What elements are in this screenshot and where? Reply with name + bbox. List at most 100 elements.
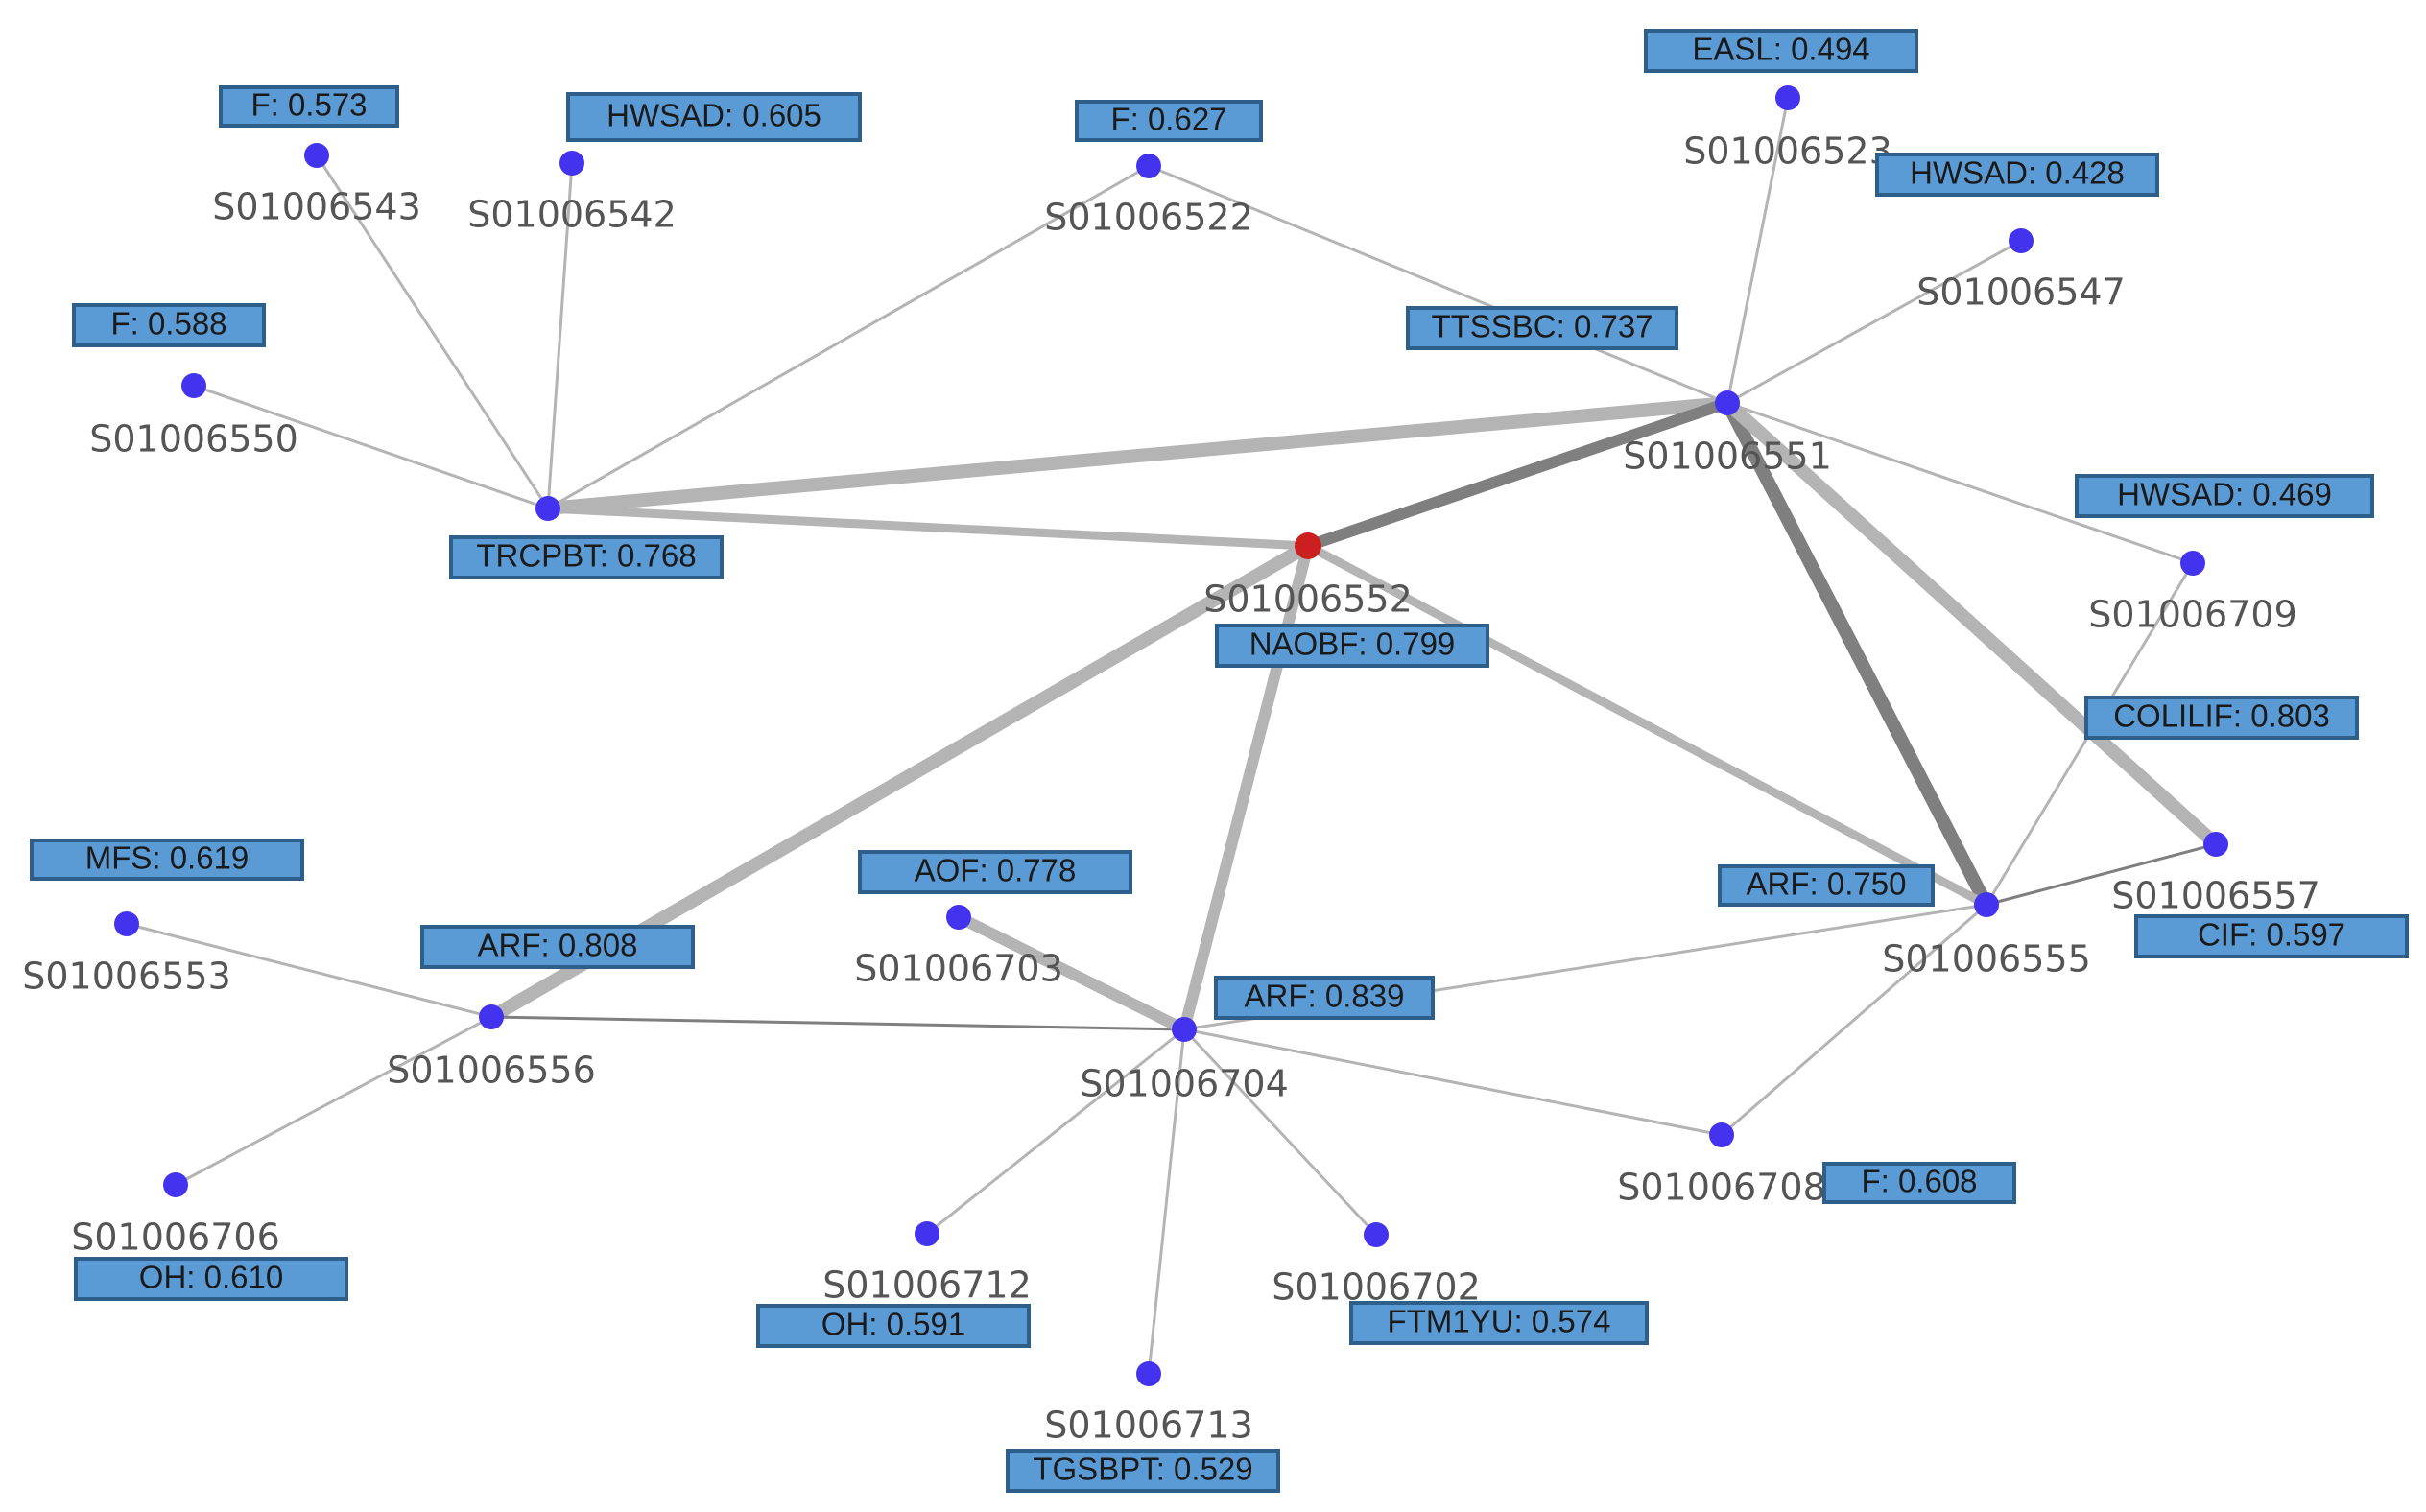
score-label-text: HWSAD: 0.428	[1910, 155, 2125, 191]
score-label-box	[219, 85, 399, 128]
edge-S01006522-S01006551	[1148, 164, 1728, 405]
edge-S01006543-TRCPBT	[315, 154, 550, 509]
score-label-S01006552: NAOBF: 0.799	[1215, 624, 1489, 668]
node-S01006556[interactable]	[479, 1004, 504, 1029]
score-label-box	[74, 1257, 348, 1301]
node-label-S01006712: S01006712	[822, 1264, 1032, 1307]
score-label-S01006555: ARF: 0.750	[1718, 864, 1935, 907]
node-S01006703[interactable]	[946, 905, 971, 930]
node-S01006550[interactable]	[181, 373, 206, 398]
node-label-S01006543: S01006543	[212, 186, 421, 228]
node-label-S01006552: S01006552	[1203, 579, 1413, 621]
node-S01006543[interactable]	[304, 143, 329, 168]
score-label-box	[2084, 696, 2359, 740]
node-S01006557[interactable]	[2203, 832, 2228, 857]
node-label-S01006704: S01006704	[1080, 1063, 1289, 1105]
node-S01006552[interactable]	[1295, 532, 1321, 559]
edge-S01006551-S01006709	[1726, 401, 2194, 565]
edge-S01006547-S01006551	[1726, 239, 2022, 405]
score-label-S01006703: AOF: 0.778	[858, 850, 1132, 894]
node-S01006706[interactable]	[163, 1172, 188, 1197]
score-label-S01006709: HWSAD: 0.469	[2075, 474, 2374, 518]
node-S01006704[interactable]	[1172, 1017, 1197, 1042]
score-label-box	[1214, 976, 1435, 1020]
score-label-box	[1215, 624, 1489, 668]
edge-S01006704-S01006702	[1182, 1028, 1378, 1237]
score-label-S01006713: TGSBPT: 0.529	[1006, 1449, 1280, 1493]
node-TRCPBT[interactable]	[535, 496, 560, 521]
edge-S01006555-S01006557	[1986, 842, 2217, 907]
node-S01006708[interactable]	[1709, 1122, 1734, 1147]
score-label-box	[2134, 914, 2409, 958]
score-label-box	[566, 92, 862, 142]
score-label-text: ARF: 0.839	[1245, 979, 1405, 1014]
score-label-S01006557: CIF: 0.597	[2134, 914, 2409, 958]
score-label-text: OH: 0.610	[139, 1260, 283, 1295]
score-label-S01006708: F: 0.608	[1822, 1162, 2016, 1204]
score-label-text: TRCPBT: 0.768	[476, 538, 696, 574]
score-label-text: F: 0.627	[1110, 102, 1226, 137]
score-label-S01006556: ARF: 0.808	[420, 925, 695, 969]
score-label-box	[858, 850, 1132, 894]
score-label-colilif: COLILIF: 0.803	[2084, 696, 2359, 740]
node-S01006709[interactable]	[2180, 551, 2205, 576]
score-label-box	[1875, 153, 2159, 197]
node-label-S01006553: S01006553	[22, 956, 231, 998]
edge-S01006703-S01006704	[956, 911, 1187, 1035]
score-label-S01006551: TTSSBC: 0.737	[1406, 306, 1678, 350]
edge-S01006704-S01006712	[926, 1028, 1185, 1236]
score-label-box	[30, 839, 304, 881]
node-label-S01006547: S01006547	[1916, 272, 2126, 314]
edge-S01006704-S01006713	[1147, 1028, 1186, 1375]
edge-TRCPBT-S01006552	[547, 504, 1309, 551]
node-S01006555[interactable]	[1974, 892, 1999, 917]
node-S01006553[interactable]	[114, 911, 139, 936]
node-label-S01006703: S01006703	[854, 948, 1063, 990]
score-label-box	[1406, 306, 1678, 350]
score-label-text: HWSAD: 0.605	[606, 98, 821, 133]
node-label-S01006706: S01006706	[71, 1217, 280, 1259]
node-S01006547[interactable]	[2009, 228, 2034, 253]
edge-TRCPBT-S01006551	[547, 396, 1728, 515]
score-label-S01006543: F: 0.573	[219, 85, 399, 128]
score-label-S01006553: MFS: 0.619	[30, 839, 304, 881]
score-label-S01006522: F: 0.627	[1075, 100, 1263, 142]
node-S01006713[interactable]	[1136, 1361, 1161, 1386]
score-label-box	[756, 1304, 1031, 1348]
node-S01006712[interactable]	[915, 1221, 939, 1246]
edge-S01006556-S01006704	[490, 1015, 1185, 1031]
score-label-text: EASL: 0.494	[1692, 32, 1869, 67]
node-label-S01006708: S01006708	[1617, 1167, 1826, 1209]
node-S01006702[interactable]	[1364, 1222, 1389, 1247]
node-label-S01006523: S01006523	[1683, 130, 1892, 173]
edge-S01006550-TRCPBT	[193, 384, 549, 510]
edge-S01006553-S01006556	[126, 922, 492, 1019]
node-S01006523[interactable]	[1775, 85, 1800, 110]
score-label-TRCPBT: TRCPBT: 0.768	[449, 535, 724, 579]
edge-S01006542-TRCPBT	[546, 162, 574, 509]
edge-S01006704-S01006708	[1183, 1028, 1723, 1137]
edge-S01006551-S01006555	[1721, 399, 1993, 909]
score-label-box	[1718, 864, 1935, 907]
score-label-box	[449, 535, 724, 579]
nodes-layer	[114, 85, 2228, 1386]
score-label-text: AOF: 0.778	[915, 853, 1077, 888]
score-label-S01006542: HWSAD: 0.605	[566, 92, 862, 142]
edge-S01006551-S01006552	[1306, 397, 1729, 552]
score-label-box	[420, 925, 695, 969]
node-label-S01006550: S01006550	[89, 418, 298, 461]
node-S01006551[interactable]	[1715, 390, 1740, 415]
node-label-S01006555: S01006555	[1882, 938, 2091, 980]
score-label-S01006550: F: 0.588	[72, 303, 266, 347]
score-label-box	[1075, 100, 1263, 142]
node-S01006522[interactable]	[1136, 154, 1161, 178]
score-label-box	[2075, 474, 2374, 518]
edge-S01006555-S01006708	[1721, 903, 1987, 1137]
node-label-S01006522: S01006522	[1044, 197, 1253, 239]
score-label-box	[1349, 1301, 1649, 1345]
score-label-text: F: 0.608	[1861, 1164, 1977, 1199]
node-label-S01006557: S01006557	[2111, 875, 2320, 917]
node-S01006542[interactable]	[559, 151, 584, 176]
score-labels-layer: F: 0.573 HWSAD: 0.605 F: 0.627 EASL: 0.494H…	[30, 29, 2409, 1493]
